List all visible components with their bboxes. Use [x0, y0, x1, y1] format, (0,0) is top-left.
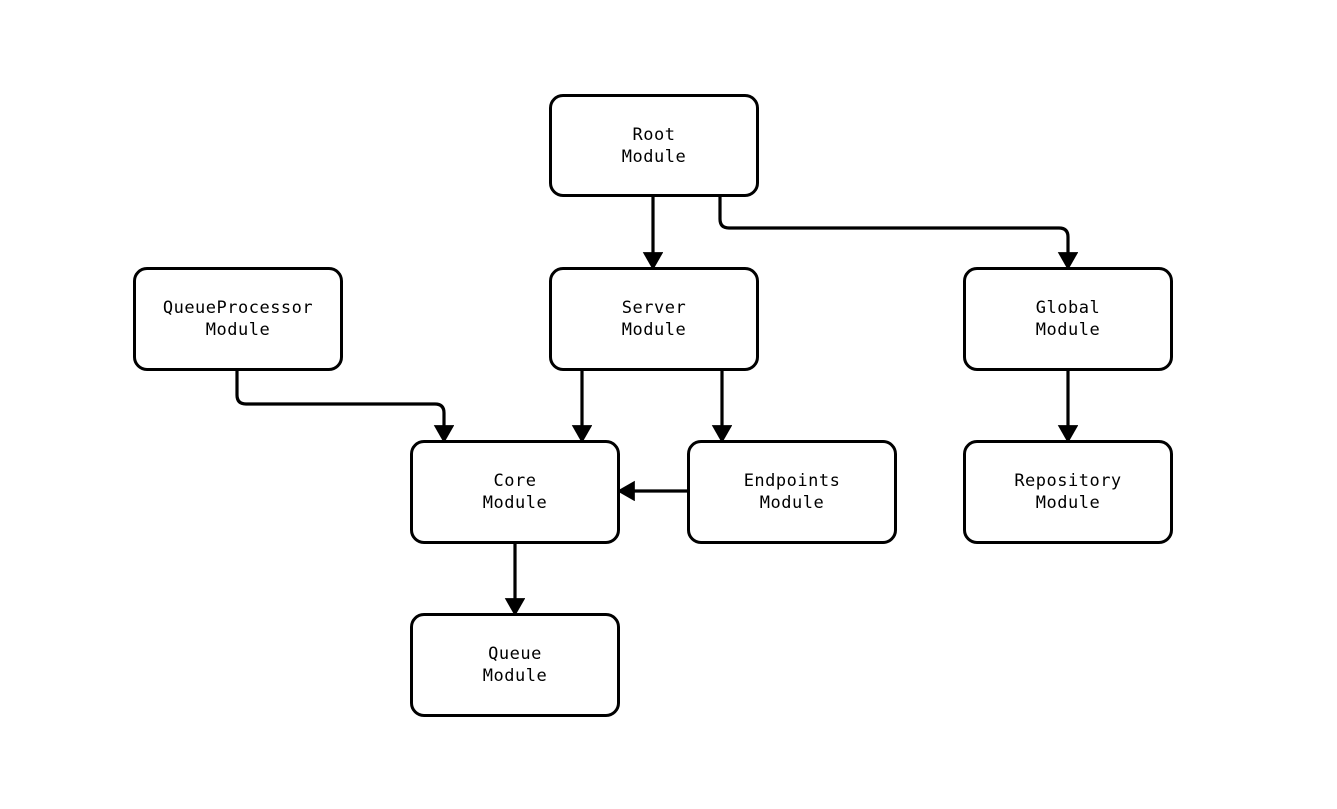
- node-root-module[interactable]: Root Module: [549, 94, 759, 197]
- node-label-queueprocessor-module: QueueProcessor Module: [162, 298, 314, 340]
- node-label-queue-module: Queue Module: [482, 644, 548, 686]
- node-label-root-module: Root Module: [621, 124, 687, 167]
- node-repository-module[interactable]: Repository Module: [963, 440, 1173, 544]
- node-endpoints-module[interactable]: Endpoints Module: [687, 440, 897, 544]
- node-global-module[interactable]: Global Module: [963, 267, 1173, 371]
- node-label-global-module: Global Module: [1035, 298, 1101, 340]
- node-label-repository-module: Repository Module: [1014, 471, 1122, 513]
- node-core-module[interactable]: Core Module: [410, 440, 620, 544]
- node-queueprocessor-module[interactable]: QueueProcessor Module: [133, 267, 343, 371]
- node-server-module[interactable]: Server Module: [549, 267, 759, 371]
- node-queue-module[interactable]: Queue Module: [410, 613, 620, 717]
- edge-root-global: [718, 197, 1079, 271]
- node-label-endpoints-module: Endpoints Module: [743, 471, 841, 513]
- node-label-server-module: Server Module: [621, 298, 687, 340]
- edge-queueprocessor-core: [235, 371, 455, 444]
- node-label-core-module: Core Module: [482, 471, 548, 513]
